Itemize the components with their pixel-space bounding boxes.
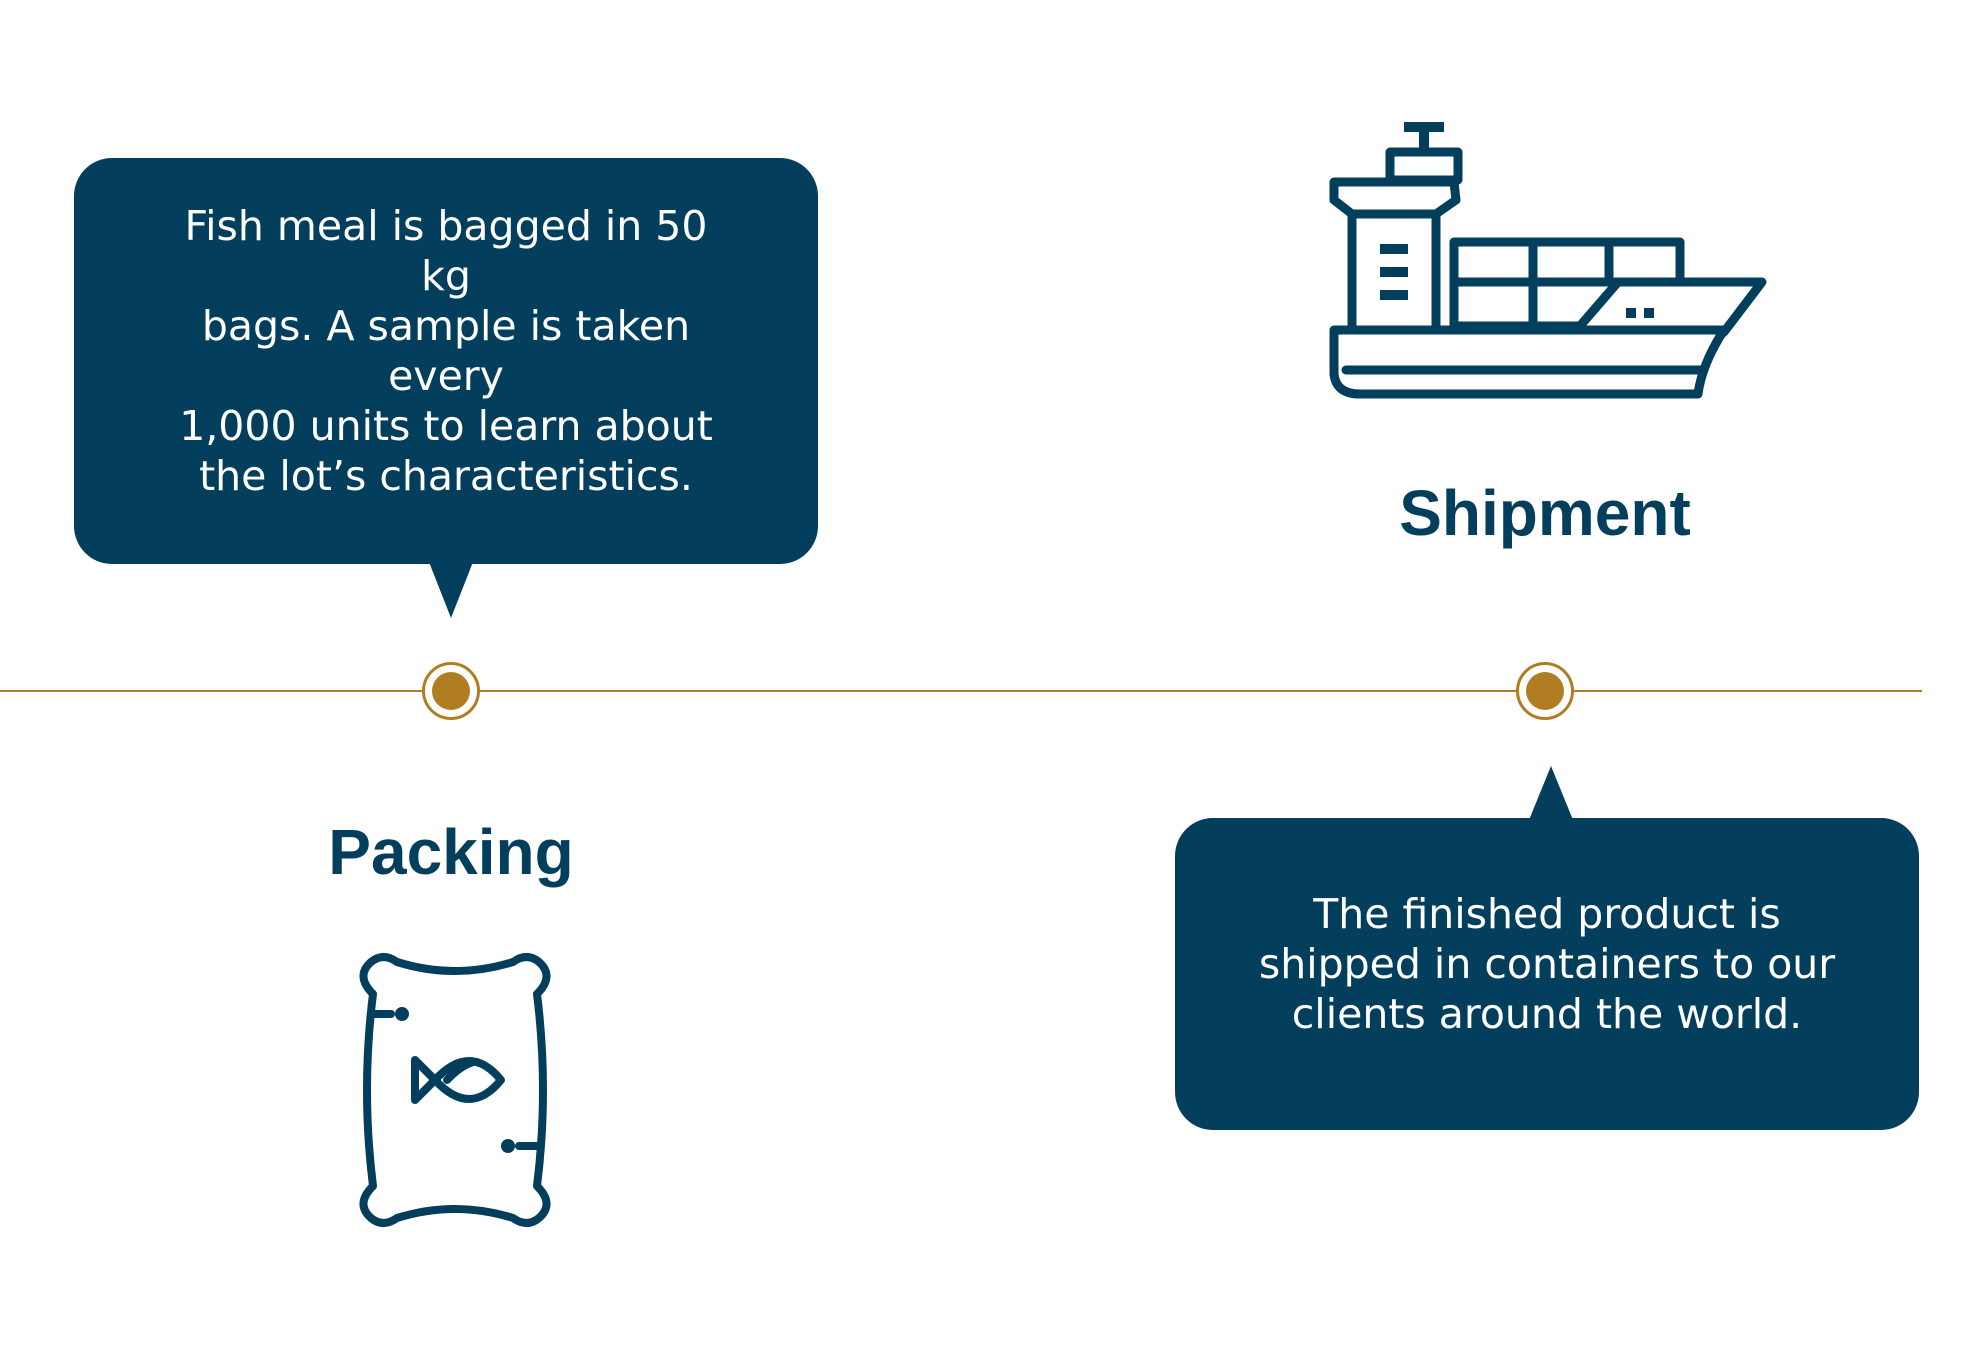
packing-description: Fish meal is bagged in 50 kg bags. A sam… — [179, 202, 713, 500]
shipment-description-bubble: The finished product is shipped in conta… — [1175, 818, 1919, 1130]
packing-title: Packing — [328, 816, 574, 888]
shipment-description: The finished product is shipped in conta… — [1258, 890, 1836, 1038]
fish-sack-icon — [359, 953, 551, 1227]
shipment-bubble-pointer — [1529, 766, 1573, 820]
shipment-timeline-node — [1516, 662, 1574, 720]
timeline-line — [0, 690, 1922, 692]
node-dot — [1526, 672, 1564, 710]
node-dot — [432, 672, 470, 710]
packing-description-bubble: Fish meal is bagged in 50 kg bags. A sam… — [74, 158, 818, 564]
packing-timeline-node — [422, 662, 480, 720]
packing-bubble-pointer — [429, 562, 473, 618]
cargo-ship-icon — [1329, 122, 1767, 399]
shipment-title: Shipment — [1399, 477, 1691, 549]
